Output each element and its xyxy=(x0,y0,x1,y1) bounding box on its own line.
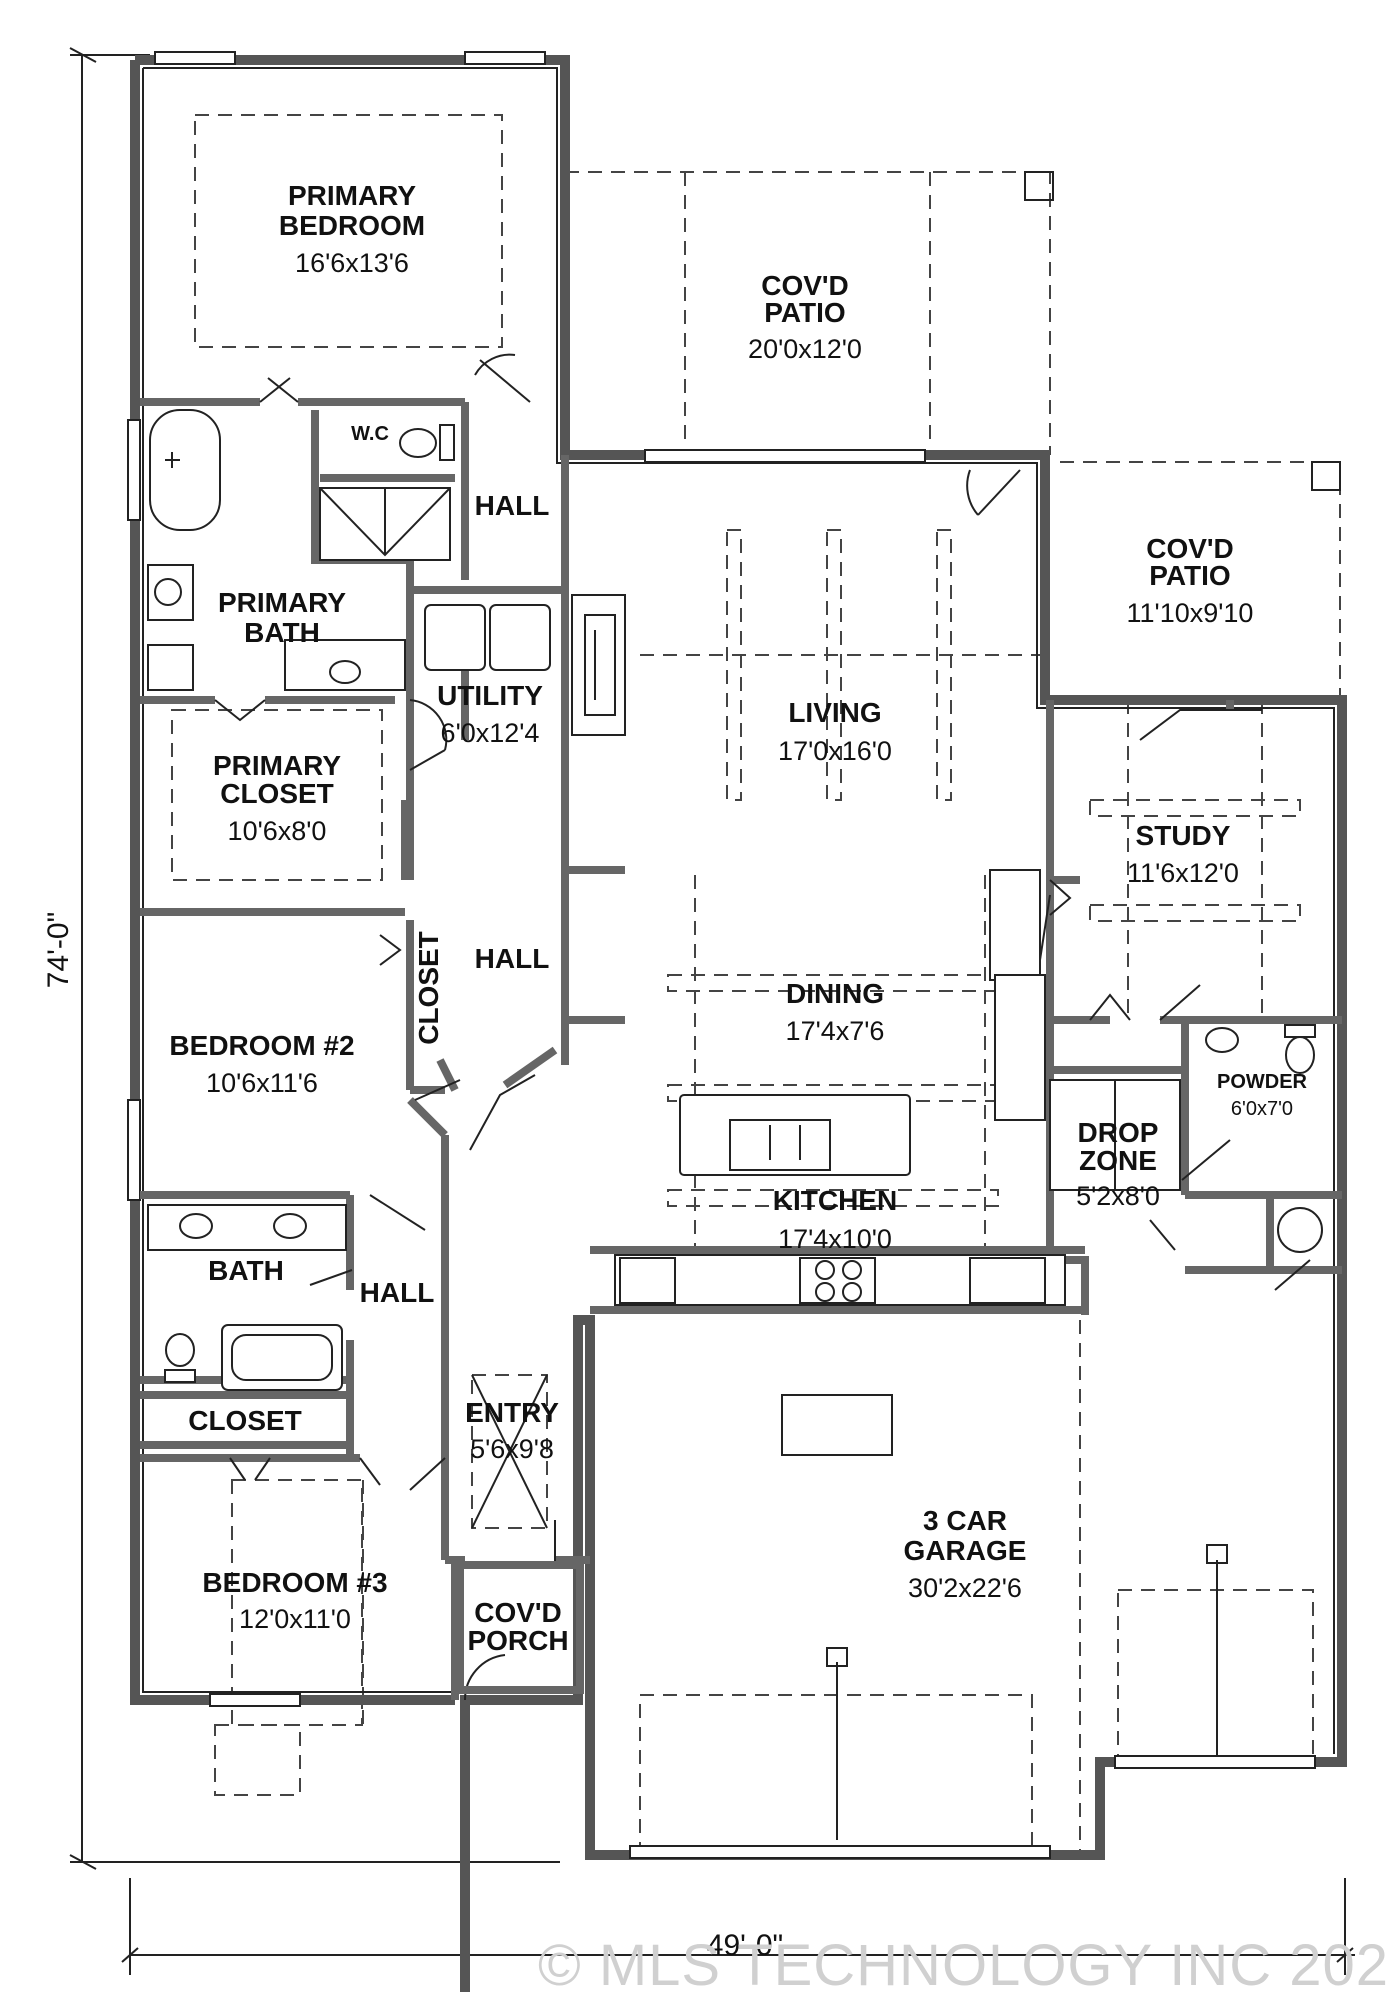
garage-name-2: GARAGE xyxy=(904,1535,1027,1566)
bedroom-3-name: BEDROOM #3 xyxy=(202,1567,387,1598)
living-size: 17'0x16'0 xyxy=(778,736,892,766)
porch-name-2: PORCH xyxy=(467,1625,568,1656)
patio-side-name-2: PATIO xyxy=(1149,560,1230,591)
entry-size: 5'6x9'8 xyxy=(470,1434,554,1464)
drop-zone-name: DROP xyxy=(1078,1117,1159,1148)
overall-width-label: 49'-0" xyxy=(707,1929,783,1962)
fixtures xyxy=(147,409,1323,1456)
patio-rear-size: 20'0x12'0 xyxy=(748,334,862,364)
primary-bath-name: PRIMARY xyxy=(218,587,346,618)
study-size: 11'6x12'0 xyxy=(1127,858,1239,888)
utility-name: UTILITY xyxy=(437,680,543,711)
hall-middle-name: HALL xyxy=(475,943,550,974)
kitchen-size: 17'4x10'0 xyxy=(778,1224,892,1254)
dining-size: 17'4x7'6 xyxy=(786,1016,885,1046)
dashed-outlines xyxy=(171,114,1341,1856)
primary-bedroom-name: PRIMARY xyxy=(288,180,416,211)
drop-zone-name-2: ZONE xyxy=(1079,1145,1157,1176)
bedroom-3-size: 12'0x11'0 xyxy=(239,1604,351,1634)
bedroom-2-name: BEDROOM #2 xyxy=(169,1030,354,1061)
primary-bedroom-name-2: BEDROOM xyxy=(279,210,425,241)
entry-name: ENTRY xyxy=(465,1397,559,1428)
garage-name: 3 CAR xyxy=(923,1505,1007,1536)
living-name: LIVING xyxy=(788,697,881,728)
patio-rear-name: COV'D xyxy=(761,270,849,301)
hall-lower-name: HALL xyxy=(360,1277,435,1308)
porch-name: COV'D xyxy=(474,1597,562,1628)
powder-name: POWDER xyxy=(1217,1071,1308,1093)
study-name: STUDY xyxy=(1136,820,1231,851)
patio-rear-name-2: PATIO xyxy=(764,297,845,328)
utility-size: 6'0x12'4 xyxy=(441,718,540,748)
bedroom-2-size: 10'6x11'6 xyxy=(206,1068,318,1098)
primary-closet-size: 10'6x8'0 xyxy=(228,816,327,846)
closet-lower-name: CLOSET xyxy=(188,1405,302,1436)
primary-bath-name-2: BATH xyxy=(244,617,320,648)
primary-bedroom-size: 16'6x13'6 xyxy=(295,248,409,278)
primary-closet-name: PRIMARY xyxy=(213,750,341,781)
primary-closet-name-2: CLOSET xyxy=(220,778,334,809)
hall-upper-name: HALL xyxy=(475,490,550,521)
exterior-walls xyxy=(127,51,1347,1992)
patio-side-name: COV'D xyxy=(1146,533,1234,564)
powder-size: 6'0x7'0 xyxy=(1231,1098,1293,1120)
closet-vertical-name: CLOSET xyxy=(413,931,444,1045)
garage-size: 30'2x22'6 xyxy=(908,1573,1022,1603)
patio-side-size: 11'10x9'10 xyxy=(1127,598,1254,628)
dimension-lines xyxy=(69,47,1355,1975)
tub-primary xyxy=(149,409,221,531)
kitchen-name: KITCHEN xyxy=(773,1185,897,1216)
door-swings xyxy=(214,353,1311,1701)
overall-depth-label: 74'-0" xyxy=(42,912,75,988)
room-labels: PRIMARY BEDROOM 16'6x13'6 COV'D PATIO 20… xyxy=(169,180,1307,1656)
wc-name: W.C xyxy=(351,423,389,445)
dining-name: DINING xyxy=(786,978,884,1009)
watermark-text: © MLS TECHNOLOGY INC 2026 xyxy=(538,1933,1386,1992)
porch-outline xyxy=(456,1561,584,1694)
drop-zone-size: 5'2x8'0 xyxy=(1076,1181,1160,1211)
bath-name: BATH xyxy=(208,1255,284,1286)
